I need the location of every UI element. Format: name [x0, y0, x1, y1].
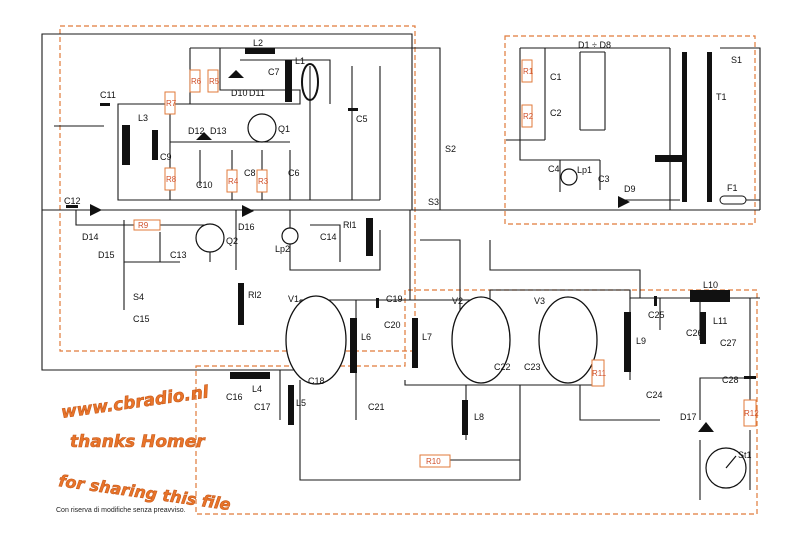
label-l10: L10: [703, 280, 718, 290]
label-d12: D12: [188, 126, 205, 136]
label-r10: R10: [426, 457, 441, 466]
label-l9: L9: [636, 336, 646, 346]
label-l4: L4: [252, 384, 262, 394]
label-q1: Q1: [278, 124, 290, 134]
label-c5: C5: [356, 114, 368, 124]
label-c8: C8: [244, 168, 256, 178]
label-r7: R7: [166, 99, 177, 108]
label-d16: D16: [238, 222, 255, 232]
label-c19: C19: [386, 294, 403, 304]
label-c9: C9: [160, 152, 172, 162]
label-c28: C28: [722, 375, 739, 385]
label-d9: D9: [624, 184, 636, 194]
label-l2: L2: [253, 38, 263, 48]
label-c25: C25: [648, 310, 665, 320]
component-labels: L2 L1 L3 L4 L5 L6 L7 L8 L9 L10 L11 C11 C…: [64, 38, 752, 460]
label-v2: V2: [452, 296, 463, 306]
label-rl2: Rl2: [248, 290, 262, 300]
label-c12: C12: [64, 196, 81, 206]
label-l7: L7: [422, 332, 432, 342]
footer-note: Con riserva di modifiche senza preavviso…: [56, 507, 186, 514]
label-r5: R5: [209, 77, 220, 86]
label-c22: C22: [494, 362, 511, 372]
label-r2: R2: [523, 112, 534, 121]
label-l3: L3: [138, 113, 148, 123]
resistor-tags: R6 R5 R7 R8 R4 R3 R9 R10 R11 R12 R1 R2: [133, 59, 759, 468]
label-v3: V3: [534, 296, 545, 306]
label-st1: St1: [738, 450, 752, 460]
label-c6: C6: [288, 168, 300, 178]
label-c4: C4: [548, 164, 560, 174]
label-c23: C23: [524, 362, 541, 372]
label-s4: S4: [133, 292, 144, 302]
label-d13: D13: [210, 126, 227, 136]
components: [66, 48, 756, 489]
label-c26: C26: [686, 328, 703, 338]
label-rl1: Rl1: [343, 220, 357, 230]
label-c20: C20: [384, 320, 401, 330]
watermark: www.cbradio.nl thanks Homer for sharing …: [57, 382, 232, 514]
label-l1: L1: [295, 56, 305, 66]
label-q2: Q2: [226, 236, 238, 246]
label-c24: C24: [646, 390, 663, 400]
label-c21: C21: [368, 402, 385, 412]
label-c2: C2: [550, 108, 562, 118]
label-d15: D15: [98, 250, 115, 260]
label-c10: C10: [196, 180, 213, 190]
label-s3: S3: [428, 197, 439, 207]
label-t1: T1: [716, 92, 727, 102]
label-d14: D14: [82, 232, 99, 242]
label-c18: C18: [308, 376, 325, 386]
label-d10: D10: [231, 88, 248, 98]
label-r3: R3: [258, 177, 269, 186]
label-c27: C27: [720, 338, 737, 348]
label-s1: S1: [731, 55, 742, 65]
label-r1: R1: [523, 67, 534, 76]
module-outlines: [59, 25, 758, 515]
watermark-url: www.cbradio.nl: [60, 382, 211, 423]
label-s2: S2: [445, 144, 456, 154]
label-v1: V1: [288, 294, 299, 304]
label-c16: C16: [226, 392, 243, 402]
label-l8: L8: [474, 412, 484, 422]
label-r4: R4: [228, 177, 239, 186]
label-r6: R6: [191, 77, 202, 86]
label-c14: C14: [320, 232, 337, 242]
watermark-thanks: thanks Homer: [70, 432, 206, 452]
label-c13: C13: [170, 250, 187, 260]
label-c7: C7: [268, 67, 280, 77]
label-r9: R9: [138, 221, 149, 230]
label-lp1: Lp1: [577, 165, 592, 175]
label-lp2: Lp2: [275, 244, 290, 254]
label-c11: C11: [100, 90, 116, 100]
label-r8: R8: [166, 175, 177, 184]
label-l5: L5: [296, 398, 306, 408]
wiring: [41, 33, 761, 500]
label-c1: C1: [550, 72, 562, 82]
label-r11: R11: [592, 369, 607, 378]
label-r12: R12: [744, 409, 759, 418]
label-d17: D17: [680, 412, 697, 422]
label-l6: L6: [361, 332, 371, 342]
label-d1-d8: D1 ÷ D8: [578, 40, 611, 50]
label-d11: D11: [249, 88, 265, 98]
label-f1: F1: [727, 183, 738, 193]
label-l11: L11: [713, 316, 727, 326]
label-c17: C17: [254, 402, 271, 412]
label-c3: C3: [598, 174, 610, 184]
label-c15: C15: [133, 314, 150, 324]
